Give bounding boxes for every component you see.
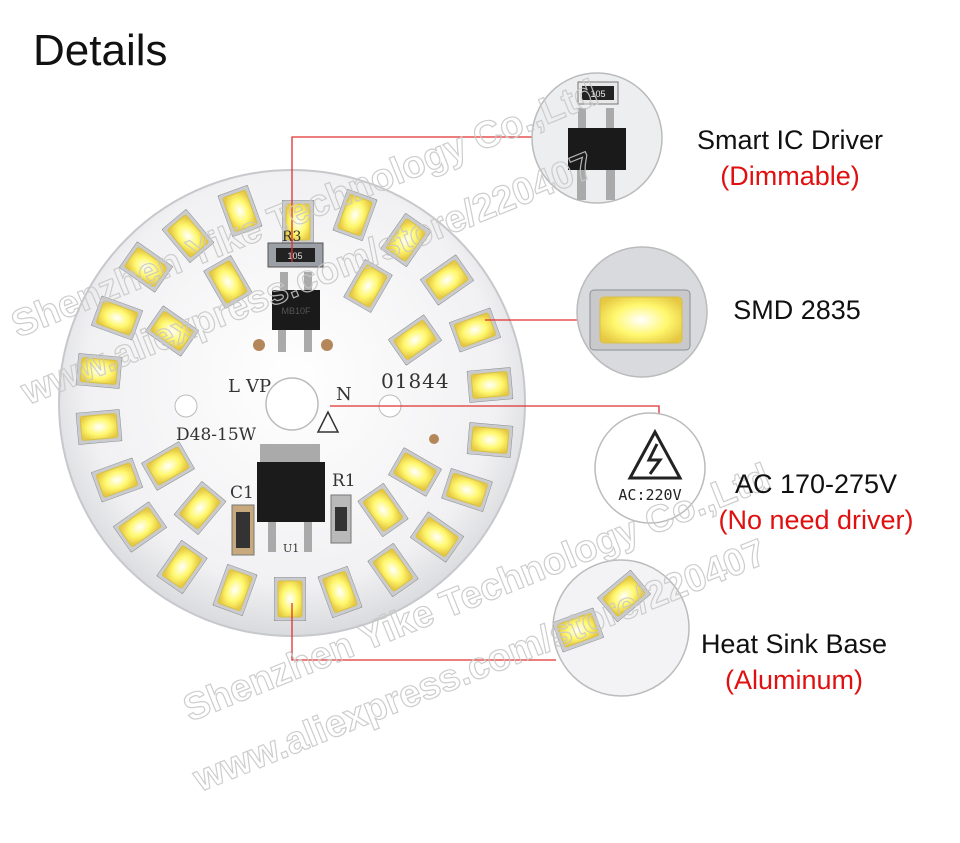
feature-ac-voltage: AC 170-275V (No need driver): [700, 466, 932, 538]
svg-text:VP: VP: [245, 376, 271, 397]
svg-text:MB10F: MB10F: [281, 306, 311, 316]
page-title: Details: [33, 26, 168, 75]
svg-text:L: L: [228, 376, 240, 397]
zoom-circle-ic: 105: [531, 72, 663, 204]
feature-note: (Dimmable): [720, 161, 860, 191]
feature-title: Heat Sink Base: [700, 629, 888, 659]
zoom-circle-base: [552, 559, 690, 697]
feature-smart-ic: Smart IC Driver (Dimmable): [675, 122, 905, 194]
svg-text:D48-15W: D48-15W: [176, 425, 257, 445]
svg-text:105: 105: [590, 89, 605, 99]
leader-lines: [291, 136, 660, 661]
svg-text:R1: R1: [332, 471, 356, 491]
feature-title: Smart IC Driver: [696, 125, 883, 155]
svg-text:AC:220V: AC:220V: [618, 486, 681, 504]
zoom-circle-voltage: AC:220V: [594, 412, 706, 524]
feature-note: (No need driver): [718, 505, 914, 535]
svg-text:C1: C1: [230, 483, 254, 503]
feature-title: SMD 2835: [733, 295, 861, 325]
feature-title: AC 170-275V: [734, 469, 898, 499]
svg-text:U1: U1: [283, 542, 299, 555]
feature-heat-sink: Heat Sink Base (Aluminum): [684, 626, 904, 698]
driver-ic-bottom: U1: [257, 444, 325, 555]
zoom-circle-smd: [576, 246, 708, 378]
svg-text:01844: 01844: [381, 369, 450, 393]
svg-text:N: N: [336, 384, 352, 405]
svg-text:105: 105: [287, 251, 302, 261]
feature-smd: SMD 2835: [712, 292, 882, 328]
feature-note: (Aluminum): [724, 665, 864, 695]
